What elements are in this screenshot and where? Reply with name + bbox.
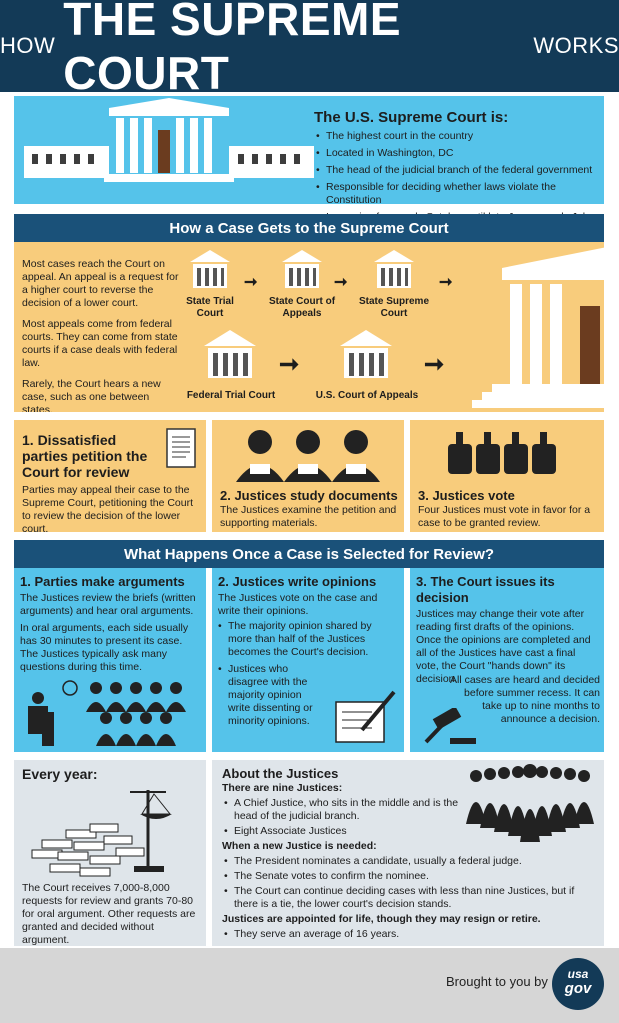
step-text: Parties may appeal their case to the Sup…	[22, 484, 194, 535]
about-list: The President nominates a candidate, usu…	[222, 855, 598, 911]
intro-heading: The U.S. Supreme Court is:	[314, 109, 509, 126]
courthouse-icon	[24, 98, 314, 182]
review-col-title: 1. Parties make arguments	[20, 574, 185, 589]
footer: Brought to you by usa gov	[0, 948, 619, 1023]
courthouse-icon	[340, 330, 392, 378]
arrow-right-icon: ➞	[334, 274, 348, 291]
list-item: They serve an average of 16 years.	[222, 928, 598, 941]
list-item: Located in Washington, DC	[314, 147, 599, 160]
step-card: 1. Dissatisfied parties petition the Cou…	[14, 420, 206, 535]
review-col-text: Justices may change their vote after rea…	[416, 608, 591, 685]
usagov-logo[interactable]: usa gov	[552, 958, 604, 1010]
list-item: The President nominates a candidate, usu…	[222, 855, 598, 868]
review-col-title: 3. The Court issues its decision	[416, 574, 555, 605]
step-card: 3. Justices vote Four Justices must vote…	[410, 420, 604, 532]
pen-paper-icon	[335, 690, 396, 743]
intro-list: The highest court in the country Located…	[314, 130, 599, 224]
review-col-text: In oral arguments, each side usually has…	[20, 622, 189, 673]
title-main: THE SUPREME COURT	[63, 0, 402, 99]
courthouse-icon	[282, 250, 322, 288]
every-year-heading: Every year:	[22, 766, 98, 782]
court-label: U.S. Court of Appeals	[315, 390, 419, 401]
gavel-icon	[424, 708, 476, 744]
court-label: Federal Trial Court	[186, 390, 276, 401]
step-text: Four Justices must vote in favor for a c…	[418, 504, 591, 529]
paper-stack-scale-icon	[31, 790, 172, 877]
review-col: 1. Parties make arguments The Justices r…	[14, 568, 206, 752]
about-heading: About the Justices	[222, 766, 339, 781]
supreme-court-building-icon	[472, 247, 604, 408]
list-item: The Senate votes to confirm the nominee.	[222, 870, 598, 883]
court-label: State Court of Appeals	[268, 296, 336, 319]
arrow-right-icon: ➞	[439, 274, 453, 291]
about-sub: There are nine Justices:	[222, 782, 343, 794]
about-list: They serve an average of 16 years.	[222, 928, 598, 941]
title-pre: HOW	[0, 33, 56, 58]
court-label: State Trial Court	[186, 296, 234, 319]
every-year-panel: Every year: The Court receives 7,000-8,0…	[14, 760, 206, 946]
list-item: The majority opinion shared by more than…	[216, 620, 396, 659]
intro-panel: The U.S. Supreme Court is: The highest c…	[14, 96, 604, 224]
court-label: State Supreme Court	[358, 296, 430, 319]
scroll-document-icon	[166, 428, 196, 468]
logo-text-top: usa	[567, 967, 589, 981]
step-text: The Justices examine the petition and su…	[220, 504, 397, 529]
review-col-title: 2. Justices write opinions	[218, 574, 377, 589]
about-sub: Justices are appointed for life, though …	[222, 913, 541, 925]
courthouse-icon	[374, 250, 414, 288]
review-col-text: The Justices vote on the case and write …	[218, 592, 378, 617]
step-title: 1. Dissatisfied parties petition the Cou…	[22, 432, 148, 480]
voting-hands-icon	[448, 432, 556, 474]
how-case-panel: Most cases reach the Court on appeal. An…	[14, 242, 604, 412]
step-title: 2. Justices study documents	[220, 488, 398, 503]
list-item: The highest court in the country	[314, 130, 599, 143]
list-item: The head of the judicial branch of the f…	[314, 164, 599, 177]
list-item: Justices who disagree with the majority …	[216, 663, 326, 728]
how-case-para: Most appeals come from federal courts. T…	[22, 318, 178, 369]
arrow-right-icon: ➞	[279, 351, 300, 378]
review-col: 3. The Court issues its decision Justice…	[410, 568, 604, 752]
review-heading: What Happens Once a Case is Selected for…	[14, 540, 604, 568]
about-list: A Chief Justice, who sits in the middle …	[222, 797, 462, 838]
list-item: Responsible for deciding whether laws vi…	[314, 181, 599, 207]
review-col-text: All cases are heard and decided before s…	[449, 674, 600, 725]
every-year-text: The Court receives 7,000-8,000 requests …	[22, 882, 196, 946]
how-case-para: Most cases reach the Court on appeal. An…	[22, 258, 179, 309]
how-case-heading: How a Case Gets to the Supreme Court	[14, 214, 604, 242]
review-col-list: The majority opinion shared by more than…	[216, 620, 396, 732]
step-title: 3. Justices vote	[418, 488, 515, 503]
nine-justices-icon	[466, 764, 594, 842]
arrow-right-icon: ➞	[244, 274, 258, 291]
arrow-right-icon: ➞	[424, 351, 445, 378]
footer-text: Brought to you by	[446, 974, 548, 989]
about-panel: About the Justices There are nine Justic…	[212, 760, 604, 946]
courthouse-icon	[190, 250, 230, 288]
review-col-text: The Justices review the briefs (written …	[20, 592, 196, 617]
justices-reading-icon	[236, 430, 380, 482]
list-item: Eight Associate Justices	[222, 825, 462, 838]
title-bar: HOW THE SUPREME COURT WORKS	[0, 0, 619, 99]
step-card: 2. Justices study documents The Justices…	[212, 420, 404, 532]
title-post: WORKS	[533, 33, 619, 58]
how-case-para: Rarely, the Court hears a new case, such…	[22, 378, 161, 412]
about-sub: When a new Justice is needed:	[222, 840, 377, 852]
courthouse-icon	[204, 330, 256, 378]
logo-text-bottom: gov	[564, 980, 592, 997]
oral-argument-icon	[28, 680, 186, 746]
list-item: The Court can continue deciding cases wi…	[222, 885, 598, 911]
list-item: A Chief Justice, who sits in the middle …	[222, 797, 462, 823]
review-col: 2. Justices write opinions The Justices …	[212, 568, 404, 752]
